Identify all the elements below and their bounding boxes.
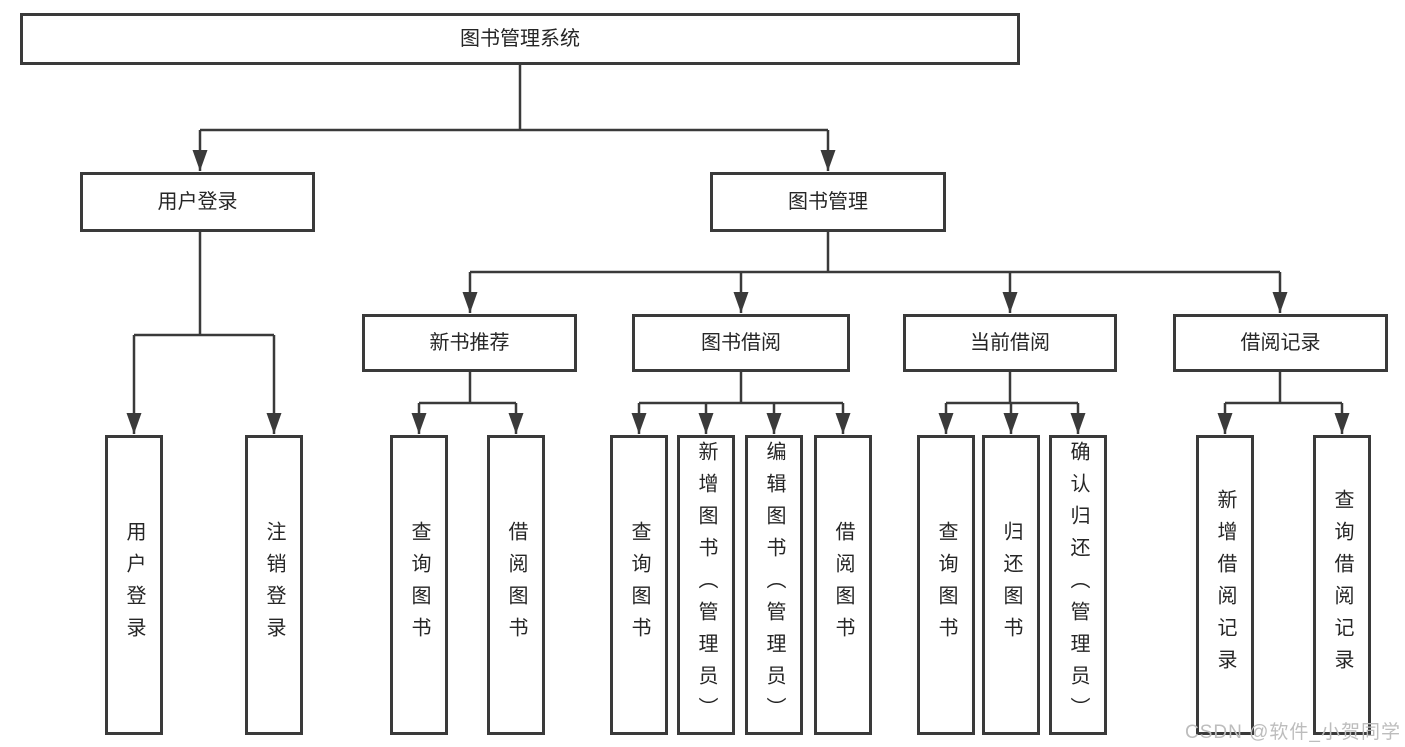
leaf-borrow-add-books-admin: 新增图书（管理员） [677, 435, 735, 735]
leaf-record-add-borrow-record: 新增借阅记录 [1196, 435, 1254, 735]
node-label: 确认归还（管理员） [1067, 441, 1089, 729]
node-label: 图书管理 [788, 191, 868, 213]
node-label: 图书管理系统 [460, 28, 580, 50]
leaf-record-query-borrow-record: 查询借阅记录 [1313, 435, 1371, 735]
node-book-management-system: 图书管理系统 [20, 13, 1020, 65]
node-user-login: 用户登录 [80, 172, 315, 232]
node-label: 当前借阅 [970, 332, 1050, 354]
node-label: 查询图书 [408, 521, 430, 649]
leaf-user-login: 用户登录 [105, 435, 163, 735]
node-borrow-record: 借阅记录 [1173, 314, 1388, 372]
leaf-recommend-borrow-books: 借阅图书 [487, 435, 545, 735]
node-label: 新书推荐 [429, 332, 510, 354]
leaf-borrow-edit-books-admin: 编辑图书（管理员） [745, 435, 803, 735]
leaf-logout: 注销登录 [245, 435, 303, 735]
node-label: 归还图书 [1000, 521, 1022, 649]
node-book-management: 图书管理 [710, 172, 946, 232]
node-label: 新增借阅记录 [1214, 489, 1236, 681]
node-label: 图书借阅 [701, 332, 781, 354]
leaf-current-query-books: 查询图书 [917, 435, 975, 735]
node-label: 用户登录 [123, 521, 145, 649]
leaf-borrow-query-books: 查询图书 [610, 435, 668, 735]
node-label: 用户登录 [157, 191, 238, 213]
node-label: 查询图书 [628, 521, 650, 649]
node-book-borrow: 图书借阅 [632, 314, 850, 372]
node-label: 查询图书 [935, 521, 957, 649]
node-new-book-recommend: 新书推荐 [362, 314, 577, 372]
leaf-recommend-query-books: 查询图书 [390, 435, 448, 735]
watermark: CSDN @软件_小贺同学 [1185, 722, 1401, 743]
node-label: 查询借阅记录 [1331, 489, 1353, 681]
node-label: 借阅图书 [505, 521, 527, 649]
node-current-borrow: 当前借阅 [903, 314, 1117, 372]
node-label: 注销登录 [263, 521, 285, 649]
node-label: 编辑图书（管理员） [763, 441, 785, 729]
node-label: 借阅图书 [832, 521, 854, 649]
node-label: 新增图书（管理员） [695, 441, 717, 729]
leaf-current-return-books: 归还图书 [982, 435, 1040, 735]
leaf-borrow-borrow-books: 借阅图书 [814, 435, 872, 735]
leaf-current-confirm-return-admin: 确认归还（管理员） [1049, 435, 1107, 735]
node-label: 借阅记录 [1240, 332, 1321, 354]
